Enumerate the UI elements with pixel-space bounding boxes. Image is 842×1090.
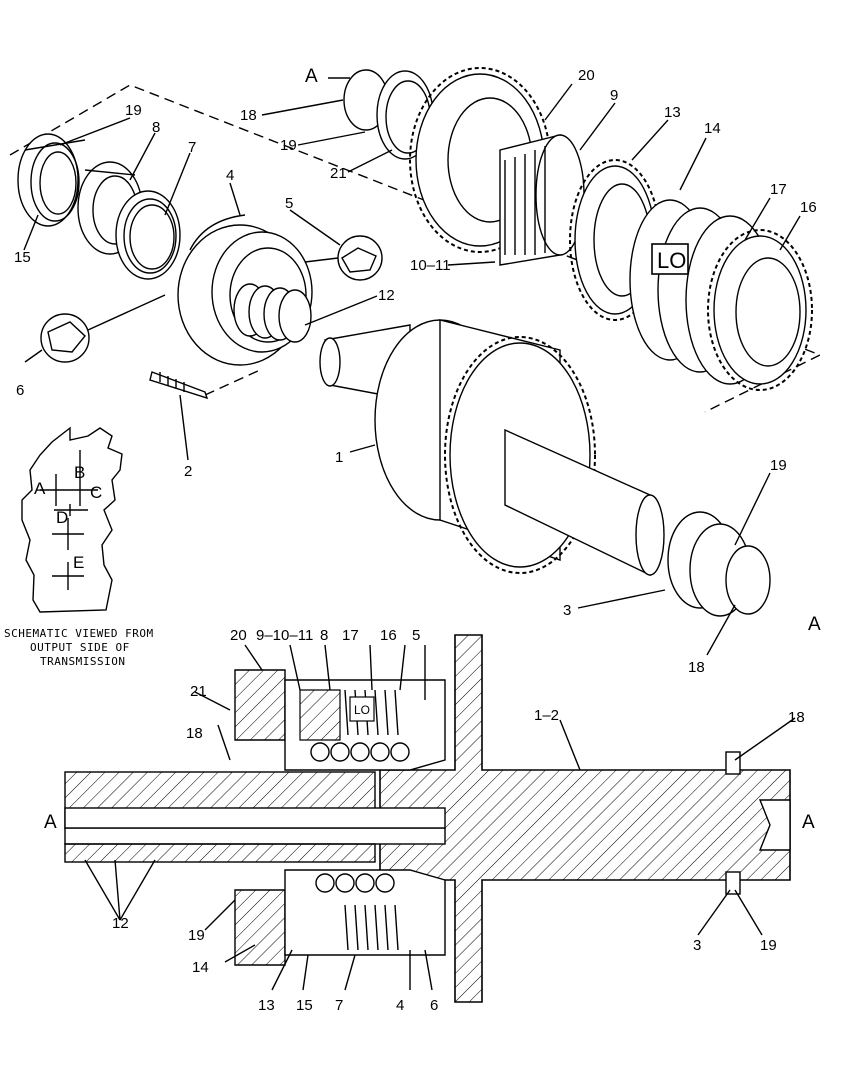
callout-7: 7	[188, 139, 196, 156]
bearing-3-19	[667, 511, 771, 617]
callout-15: 15	[14, 249, 31, 266]
callout-8: 8	[152, 119, 160, 136]
schematic-caption-2: OUTPUT SIDE OF	[30, 641, 130, 654]
callout-19c: 19	[770, 457, 787, 474]
callout-10-11: 10–11	[410, 257, 451, 274]
section-callout-8: 8	[320, 627, 328, 644]
hub-9	[499, 134, 585, 266]
leader-lines-exploded	[23, 77, 801, 656]
section-callout-13: 13	[258, 997, 275, 1014]
callout-A-top: A	[305, 66, 318, 87]
callout-5: 5	[285, 195, 293, 212]
callout-18a: 18	[240, 107, 257, 124]
callout-13: 13	[664, 104, 681, 121]
detail-6	[40, 294, 166, 363]
section-callout-7: 7	[335, 997, 343, 1014]
callout-21: 21	[330, 165, 347, 182]
section-callout-18a: 18	[186, 725, 203, 742]
schematic-outline: A B C D E SCHEMATIC VIEWED FROM OUTPUT S…	[4, 426, 154, 668]
section-callout-9-10-11: 9–10–11	[256, 627, 313, 644]
section-springs-top	[310, 742, 410, 762]
section-callout-6: 6	[430, 997, 438, 1014]
schematic-label-A: A	[34, 479, 46, 498]
springs-12	[233, 283, 312, 343]
section-callout-4: 4	[396, 997, 404, 1014]
schematic-label-E: E	[73, 553, 84, 572]
section-callout-3: 3	[693, 937, 701, 954]
callout-6: 6	[16, 382, 24, 399]
lo-label-box	[651, 243, 689, 275]
section-callout-16: 16	[380, 627, 397, 644]
section-callout-20: 20	[230, 627, 247, 644]
callout-14: 14	[704, 120, 721, 137]
leader-lines-section	[84, 644, 796, 991]
callout-2: 2	[184, 463, 192, 480]
callout-1: 1	[335, 449, 343, 466]
section-callout-18b: 18	[788, 709, 805, 726]
schematic-label-C: C	[90, 483, 102, 502]
shaft-1	[319, 319, 665, 577]
callout-18b: 18	[688, 659, 705, 676]
section-callout-17: 17	[342, 627, 359, 644]
exploded-view: LO A 18 19 21 20 9 13 14 17 16	[9, 66, 822, 676]
section-callout-A-left: A	[44, 812, 57, 833]
section-callout-21: 21	[190, 683, 207, 700]
section-callout-19b: 19	[760, 937, 777, 954]
callout-3: 3	[563, 602, 571, 619]
callout-9: 9	[610, 87, 618, 104]
bearing-15-19	[17, 133, 86, 227]
clutch-pack-16-17: LO	[629, 199, 813, 391]
schematic-label-D: D	[56, 508, 68, 527]
section-callout-1-2: 1–2	[534, 707, 559, 724]
callout-17: 17	[770, 181, 787, 198]
section-springs-bottom	[315, 873, 395, 893]
section-view: LO 20 9–10–11 8 17 16 5 21 18 1–2 18 A A…	[44, 627, 815, 1014]
section-lo-label: LO	[354, 703, 370, 717]
section-callout-A-right: A	[802, 812, 815, 833]
callout-19a: 19	[280, 137, 297, 154]
callout-4: 4	[226, 167, 234, 184]
section-callout-19a: 19	[188, 927, 205, 944]
detail-5	[304, 235, 383, 281]
ring-7	[115, 190, 181, 280]
callout-20: 20	[578, 67, 595, 84]
callout-12: 12	[378, 287, 395, 304]
schematic-label-B: B	[74, 463, 85, 482]
section-callout-5: 5	[412, 627, 420, 644]
section-callout-15: 15	[296, 997, 313, 1014]
schematic-caption-3: TRANSMISSION	[40, 655, 125, 668]
callout-A-right: A	[808, 614, 821, 635]
lo-label: LO	[657, 248, 686, 273]
schematic-caption-1: SCHEMATIC VIEWED FROM	[4, 627, 154, 640]
section-callout-12: 12	[112, 915, 129, 932]
section-callout-14: 14	[192, 959, 209, 976]
callout-16: 16	[800, 199, 817, 216]
pin-2	[149, 371, 209, 400]
callout-19b: 19	[125, 102, 142, 119]
